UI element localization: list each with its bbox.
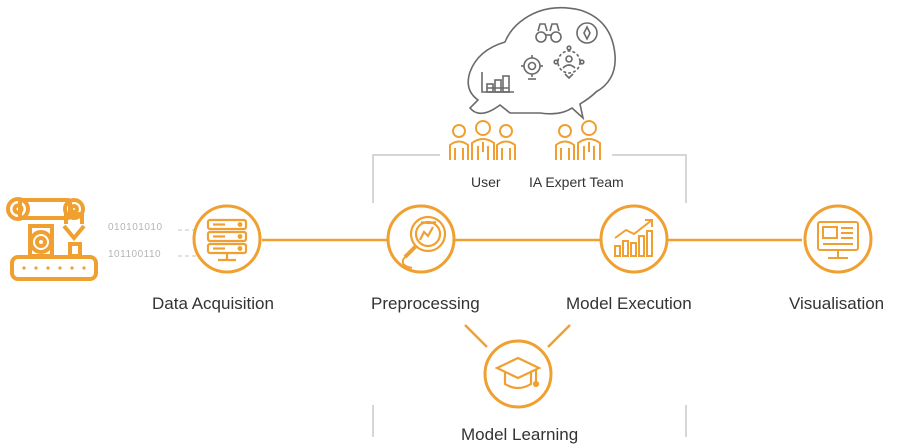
binoculars-icon xyxy=(535,23,562,43)
stage-visualisation-node xyxy=(803,204,873,274)
robot-arm-icon xyxy=(6,197,98,281)
stage-label-visualisation: Visualisation xyxy=(789,294,885,313)
model-learning-label: Model Learning xyxy=(461,425,579,444)
user-label: User xyxy=(471,174,501,190)
model-learning-node xyxy=(483,339,553,409)
stage-preprocessing-node xyxy=(386,204,456,274)
learning-connector-right xyxy=(547,324,571,348)
compass-icon xyxy=(576,22,598,44)
team-target-icon xyxy=(553,45,585,80)
learning-bracket xyxy=(372,405,687,437)
growth-chart-icon xyxy=(614,219,653,257)
gear-bulb-icon xyxy=(521,55,543,80)
stage-data-acquisition-node xyxy=(192,204,262,274)
expert-team-label: IA Expert Team xyxy=(529,174,624,190)
user-people-icon xyxy=(449,120,516,160)
stage-model-execution-node xyxy=(599,204,669,274)
stage-label-model-execution: Model Execution xyxy=(566,294,692,313)
magnifier-analysis-icon xyxy=(403,215,447,259)
thought-bubble xyxy=(467,6,616,121)
bitstream-bottom: 101100110 xyxy=(108,249,162,260)
expert-team-icon xyxy=(555,120,601,160)
server-icon xyxy=(206,218,248,262)
bar-chart-icon xyxy=(481,72,514,93)
monitor-dashboard-icon xyxy=(817,221,859,259)
stage-label-preprocessing: Preprocessing xyxy=(371,294,480,313)
actors-bracket xyxy=(372,154,687,203)
graduation-cap-icon xyxy=(494,356,542,390)
learning-connector-left xyxy=(464,324,488,348)
bitstream-top: 010101010 xyxy=(108,222,163,233)
stage-label-data-acquisition: Data Acquisition xyxy=(152,294,274,313)
